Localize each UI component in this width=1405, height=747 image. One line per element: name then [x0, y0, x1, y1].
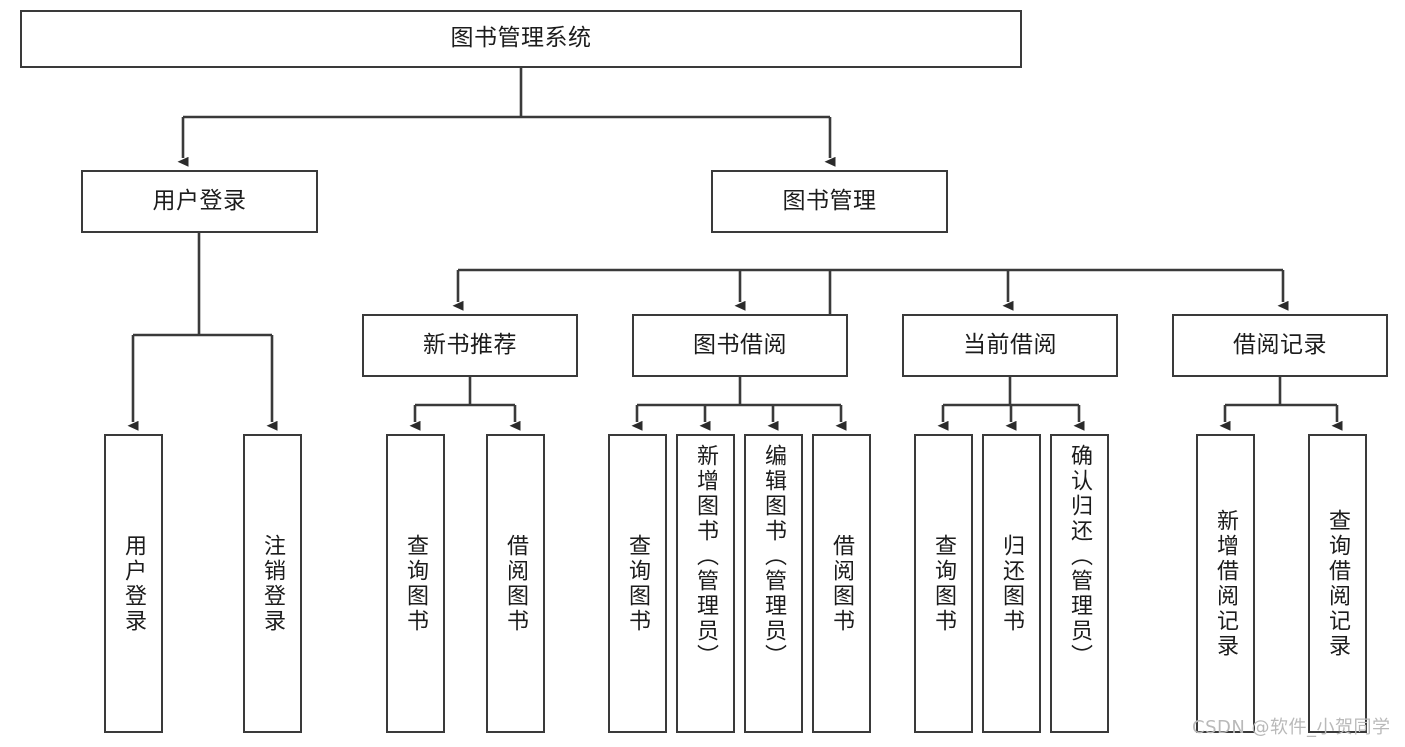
node-label: 借阅图书: [829, 533, 855, 634]
node-label: 新增图书（管理员）: [693, 444, 719, 669]
node-label: 新书推荐: [423, 331, 517, 358]
node-leaf-user-logout[interactable]: 注销登录: [243, 434, 302, 733]
node-current-borrow[interactable]: 当前借阅: [902, 314, 1118, 377]
node-new-book-recommend[interactable]: 新书推荐: [362, 314, 578, 377]
node-label: 图书管理: [782, 187, 877, 214]
node-label: 归还图书: [999, 533, 1025, 634]
node-leaf-query-book-current[interactable]: 查询图书: [914, 434, 973, 733]
node-label: 用户登录: [121, 533, 147, 634]
node-label: 查询图书: [931, 533, 957, 634]
node-label: 新增借阅记录: [1213, 508, 1239, 659]
node-book-borrow[interactable]: 图书借阅: [632, 314, 848, 377]
node-leaf-return-book[interactable]: 归还图书: [982, 434, 1041, 733]
node-leaf-borrow-book[interactable]: 借阅图书: [812, 434, 871, 733]
node-leaf-add-borrow-record[interactable]: 新增借阅记录: [1196, 434, 1255, 733]
node-borrow-record[interactable]: 借阅记录: [1172, 314, 1388, 377]
node-label: 图书借阅: [693, 331, 787, 358]
node-leaf-confirm-return[interactable]: 确认归还（管理员）: [1050, 434, 1109, 733]
node-label: 确认归还（管理员）: [1067, 444, 1093, 669]
node-leaf-query-borrow-record[interactable]: 查询借阅记录: [1308, 434, 1367, 733]
node-leaf-query-book-borrow[interactable]: 查询图书: [608, 434, 667, 733]
node-label: 图书管理系统: [450, 25, 592, 52]
node-leaf-add-book[interactable]: 新增图书（管理员）: [676, 434, 735, 733]
node-leaf-query-book-recommend[interactable]: 查询图书: [386, 434, 445, 733]
node-leaf-edit-book[interactable]: 编辑图书（管理员）: [744, 434, 803, 733]
node-leaf-user-login[interactable]: 用户登录: [104, 434, 163, 733]
node-label: 查询借阅记录: [1325, 508, 1351, 659]
node-label: 注销登录: [260, 533, 286, 634]
watermark-text: CSDN @软件_小贺同学: [1192, 717, 1391, 738]
node-root-system[interactable]: 图书管理系统: [20, 10, 1022, 68]
node-leaf-borrow-book-recommend[interactable]: 借阅图书: [486, 434, 545, 733]
node-book-manage[interactable]: 图书管理: [711, 170, 948, 233]
node-label: 用户登录: [152, 187, 247, 214]
node-label: 编辑图书（管理员）: [761, 444, 787, 669]
node-label: 借阅图书: [503, 533, 529, 634]
node-user-login[interactable]: 用户登录: [81, 170, 318, 233]
node-label: 查询图书: [625, 533, 651, 634]
node-label: 当前借阅: [963, 331, 1057, 358]
node-label: 查询图书: [403, 533, 429, 634]
node-label: 借阅记录: [1233, 331, 1327, 358]
